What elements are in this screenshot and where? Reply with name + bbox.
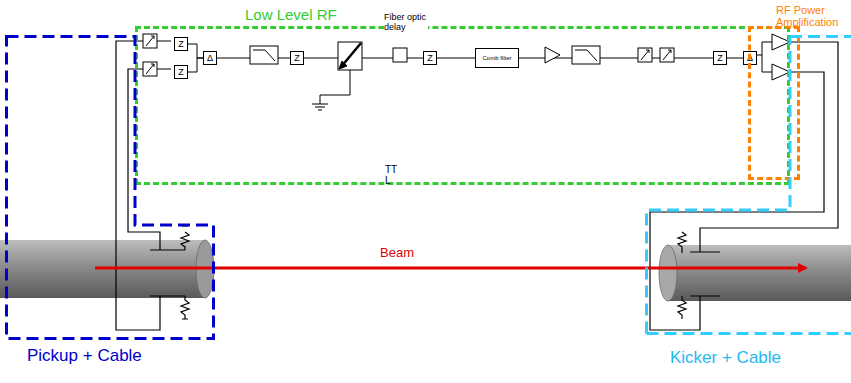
- ttl-label: TTL: [385, 164, 399, 186]
- filter-symbol: [250, 46, 278, 64]
- rf-connector: [188, 44, 203, 58]
- rf-connector: [727, 58, 743, 59]
- region-label: Low Level RF: [245, 7, 337, 23]
- component-label: Z: [294, 53, 300, 63]
- fiber-delay-label: Fiber optic delay: [384, 12, 428, 32]
- component-box: Z: [174, 65, 188, 79]
- rf-connector: [437, 58, 475, 59]
- region-outline: [645, 35, 851, 335]
- region-label: Kicker + Cable: [670, 349, 781, 367]
- component-label: Comb filter: [482, 55, 511, 62]
- component-box: Δ: [203, 51, 217, 65]
- component-label: Z: [427, 53, 433, 63]
- component-label: Δ: [207, 53, 213, 63]
- amplifier-symbol: [545, 47, 560, 63]
- beam-label: Beam: [380, 246, 414, 260]
- beam-arrow: [95, 267, 806, 270]
- component-label: Z: [178, 39, 184, 49]
- llrf-region: Low Level RFZZΔZZComb filterZΔ: [135, 26, 790, 185]
- component-box: Z: [174, 37, 188, 51]
- pickup-wiring: [116, 41, 189, 330]
- component-box: Comb filter: [475, 48, 519, 68]
- rf-connector: [188, 58, 203, 72]
- attenuator-symbol: [143, 62, 157, 76]
- rf-components: [143, 34, 790, 80]
- delay-box: [393, 48, 407, 62]
- kicker-wiring: [650, 42, 838, 330]
- component-box: Z: [423, 51, 437, 65]
- rf-wiring: [157, 41, 772, 110]
- attenuator-symbol: [660, 48, 674, 62]
- kicker-region: Kicker + Cable: [645, 35, 851, 335]
- region-outline: [5, 35, 215, 340]
- filter-symbol: [572, 46, 600, 64]
- attenuator-symbol: [638, 48, 652, 62]
- component-box: Z: [290, 51, 304, 65]
- beam-pipe: [0, 240, 851, 301]
- component-box: Z: [713, 51, 727, 65]
- fiber-delay-symbol: [338, 42, 362, 70]
- component-label: Z: [178, 67, 184, 77]
- region-label: Pickup + Cable: [27, 347, 142, 365]
- region-label: RF Power Amplification: [776, 4, 848, 28]
- component-label: Z: [717, 53, 723, 63]
- power-amp-region: RF Power Amplification: [748, 26, 800, 180]
- attenuator-symbol: [143, 34, 157, 48]
- pickup-region: Pickup + Cable: [5, 35, 215, 340]
